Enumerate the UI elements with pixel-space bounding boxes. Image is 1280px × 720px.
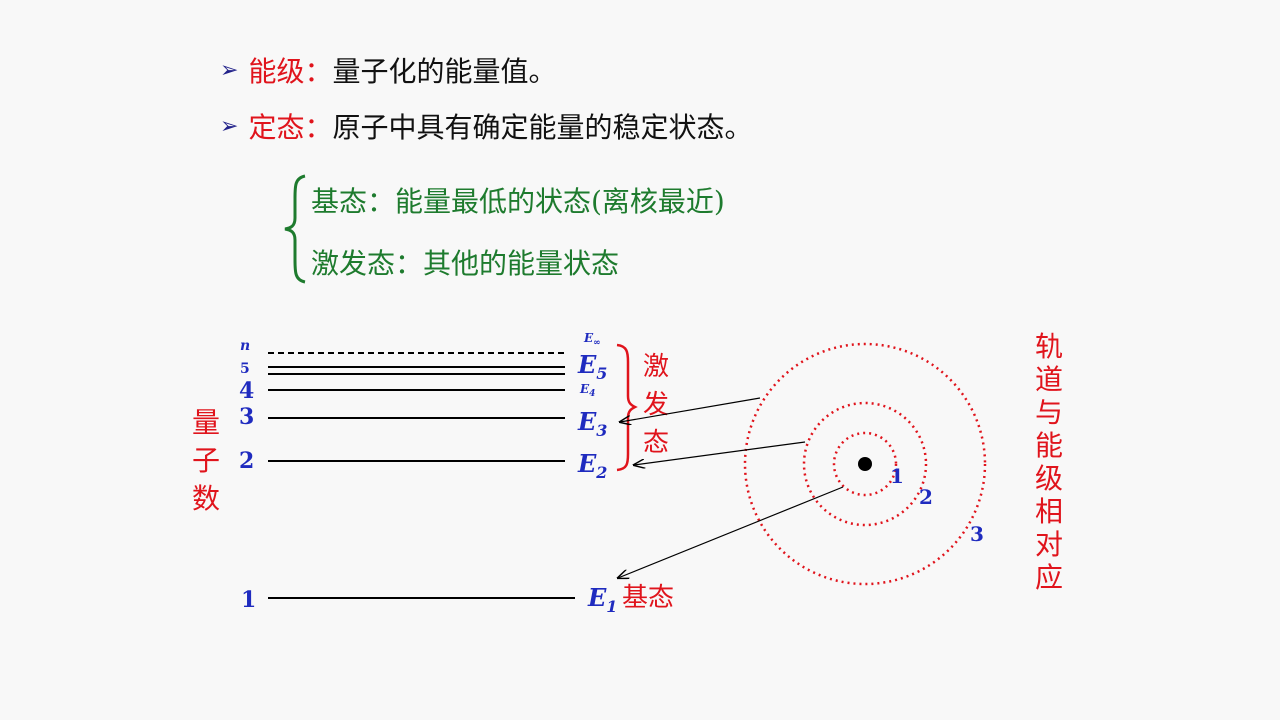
n-label-1: 1 (241, 587, 256, 613)
n-label-4: 4 (239, 378, 254, 404)
excited-brace-icon (616, 343, 638, 472)
excited-label-1: 激 (643, 352, 669, 382)
energy-label-3: E3 (577, 407, 607, 440)
side-label-6: 相 (1035, 495, 1063, 528)
quantum-number-label-2: 子 (192, 444, 220, 477)
bullet-arrow-icon: ➢ (220, 57, 239, 83)
orbit-1 (832, 431, 898, 497)
brace-icon (284, 174, 306, 284)
n-label-3: 3 (239, 404, 254, 430)
arrow-orbit2-to-e2 (634, 441, 806, 465)
term-stationary-state: 定态： (248, 111, 333, 144)
orbit-2 (802, 401, 928, 527)
orbit-label-3: 3 (970, 522, 984, 546)
side-label-7: 对 (1035, 528, 1063, 561)
side-label-3: 与 (1035, 396, 1063, 429)
svg-text:E2: E2 (577, 449, 607, 482)
svg-text:E1: E1 (587, 583, 617, 616)
energy-label-1: E1 (587, 583, 617, 616)
quantum-number-label-1: 量 (192, 406, 220, 439)
ground-state-label: 基态 (622, 583, 674, 613)
arrow-orbit1-to-e1 (618, 486, 844, 578)
energy-label-inf: E∞ (583, 331, 601, 348)
term-energy-level: 能级： (248, 55, 333, 88)
svg-text:E∞: E∞ (583, 331, 601, 348)
n-label-inf: n (240, 338, 250, 354)
ground-state-text: 基态：能量最低的状态(离核最近) (311, 185, 725, 218)
side-label-4: 能 (1035, 429, 1063, 462)
bullet-energy-level: ➢ 能级： 量子化的能量值。 (220, 50, 556, 90)
side-label-1: 轨 (1035, 330, 1063, 363)
side-label-5: 级 (1035, 462, 1063, 495)
energy-label-4: E4 (579, 382, 595, 399)
energy-label-5: E5 (577, 350, 607, 383)
excited-label-2: 发 (643, 390, 669, 420)
arrow-orbit3-to-e3 (620, 397, 761, 422)
side-label-2: 道 (1035, 363, 1063, 396)
orbit-label-2: 2 (919, 485, 933, 509)
nucleus (858, 457, 872, 471)
quantum-number-label-3: 数 (192, 482, 220, 515)
svg-text:E3: E3 (577, 407, 607, 440)
side-label-8: 应 (1035, 561, 1063, 594)
svg-text:E5: E5 (577, 350, 607, 383)
n-label-2: 2 (239, 448, 254, 474)
svg-text:E4: E4 (579, 382, 595, 399)
excited-state-text: 激发态：其他的能量状态 (311, 247, 620, 280)
energy-label-2: E2 (577, 449, 607, 482)
definition-energy-level: 量子化的能量值。 (332, 55, 557, 88)
definition-stationary-state: 原子中具有确定能量的稳定状态。 (332, 111, 753, 144)
n-label-5: 5 (240, 361, 250, 377)
bullet-arrow-icon: ➢ (220, 113, 239, 139)
excited-label-3: 态 (643, 428, 669, 458)
orbit-3 (743, 342, 987, 586)
orbit-label-1: 1 (890, 464, 904, 488)
bullet-stationary-state: ➢ 定态： 原子中具有确定能量的稳定状态。 (220, 106, 752, 146)
